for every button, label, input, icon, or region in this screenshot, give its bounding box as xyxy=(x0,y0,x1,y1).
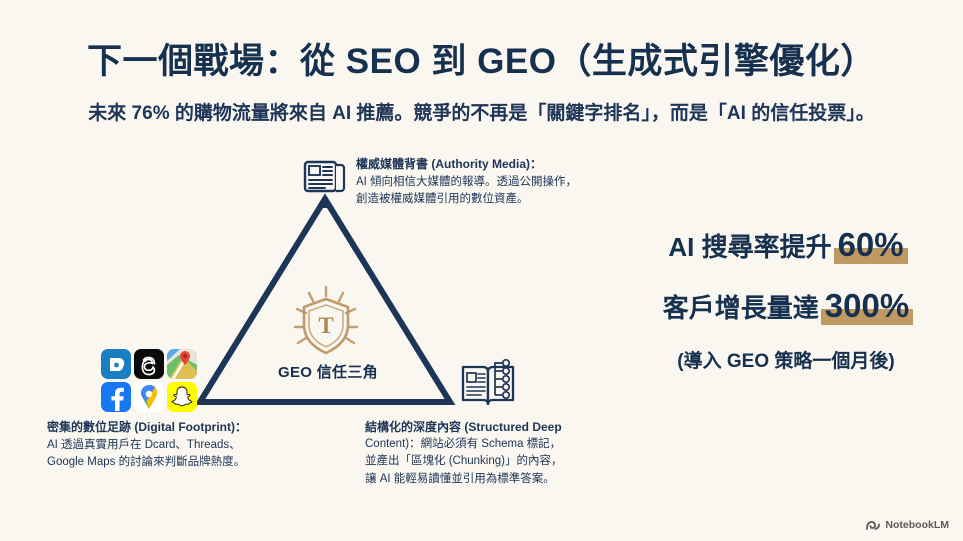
trust-triangle xyxy=(194,193,456,405)
structured-content-line1: 結構化的深度內容 (Structured Deep xyxy=(365,420,562,434)
shield-letter: T xyxy=(318,313,333,338)
threads-icon xyxy=(134,349,164,379)
stat-row-search-rate: AI 搜尋率提升 60% xyxy=(616,226,956,264)
trust-shield-badge: T xyxy=(288,283,364,359)
facebook-icon xyxy=(101,382,131,412)
dcard-icon xyxy=(101,349,131,379)
digital-footprint-heading: 密集的數位足跡 (Digital Footprint)： xyxy=(47,420,247,434)
notebooklm-label: NotebookLM xyxy=(885,519,949,531)
highlight-bar-60 xyxy=(833,248,908,264)
authority-media-line1: AI 傾向相信大媒體的報導。透過公開操作， xyxy=(356,176,578,189)
authority-media-line2: 創造被權威媒體引用的數位資產。 xyxy=(356,193,529,206)
node-digital-footprint: 密集的數位足跡 (Digital Footprint)： AI 透過真實用戶在 … xyxy=(47,418,247,472)
stat-value-customer-growth: 300% xyxy=(824,287,910,324)
stat-label-search-rate: AI 搜尋率提升 xyxy=(668,232,832,262)
stats-note: (導入 GEO 策略一個月後) xyxy=(677,351,895,372)
triangle-center-label: GEO 信任三角 xyxy=(278,364,378,381)
social-app-icons xyxy=(101,349,197,412)
stat-value-customer-growth-wrap: 300% xyxy=(820,287,914,325)
highlight-bar-300 xyxy=(820,309,914,325)
structured-content-line3: 並產出「區塊化 (Chunking)」的內容， xyxy=(365,455,563,468)
node-authority-media: 權威媒體背書 (Authority Media)： AI 傾向相信大媒體的報導。… xyxy=(303,156,577,208)
stat-value-search-rate-wrap: 60% xyxy=(833,226,908,264)
open-book-icon xyxy=(461,358,515,406)
notebooklm-watermark: NotebookLM xyxy=(866,519,949,531)
structured-content-line2: Content)：網站必須有 Schema 標記， xyxy=(365,438,562,450)
page-title: 下一個戰場：從 SEO 到 GEO（生成式引擎優化） xyxy=(87,42,876,81)
node-structured-content: 結構化的深度內容 (Structured Deep Content)：網站必須有… xyxy=(365,418,615,488)
structured-content-line4: 讓 AI 能輕易讀懂並引用為標準答案。 xyxy=(365,472,555,485)
page-subtitle: 未來 76% 的購物流量將來自 AI 推薦。競爭的不再是「關鍵字排名」，而是「A… xyxy=(88,103,875,124)
authority-media-text: 權威媒體背書 (Authority Media)： AI 傾向相信大媒體的報導。… xyxy=(356,156,577,208)
digital-footprint-line1: AI 透過真實用戶在 Dcard、Threads、 xyxy=(47,439,241,451)
google-maps-icon xyxy=(167,349,197,379)
google-maps-pin-icon xyxy=(134,382,164,412)
stats-panel: AI 搜尋率提升 60% 客戶增長量達 300% (導入 GEO 策略一個月後) xyxy=(616,228,956,373)
snapchat-icon xyxy=(167,382,197,412)
stat-value-search-rate: 60% xyxy=(837,226,904,263)
stat-label-customer-growth: 客戶增長量達 xyxy=(662,293,819,323)
authority-media-heading: 權威媒體背書 (Authority Media)： xyxy=(356,157,542,171)
notebooklm-logo-icon xyxy=(866,520,881,530)
digital-footprint-line2: Google Maps 的討論來判斷品牌熱度。 xyxy=(47,456,246,469)
stat-row-customer-growth: 客戶增長量達 300% xyxy=(616,287,956,325)
newspaper-icon xyxy=(303,160,346,193)
apex-marker-icon xyxy=(318,196,334,208)
